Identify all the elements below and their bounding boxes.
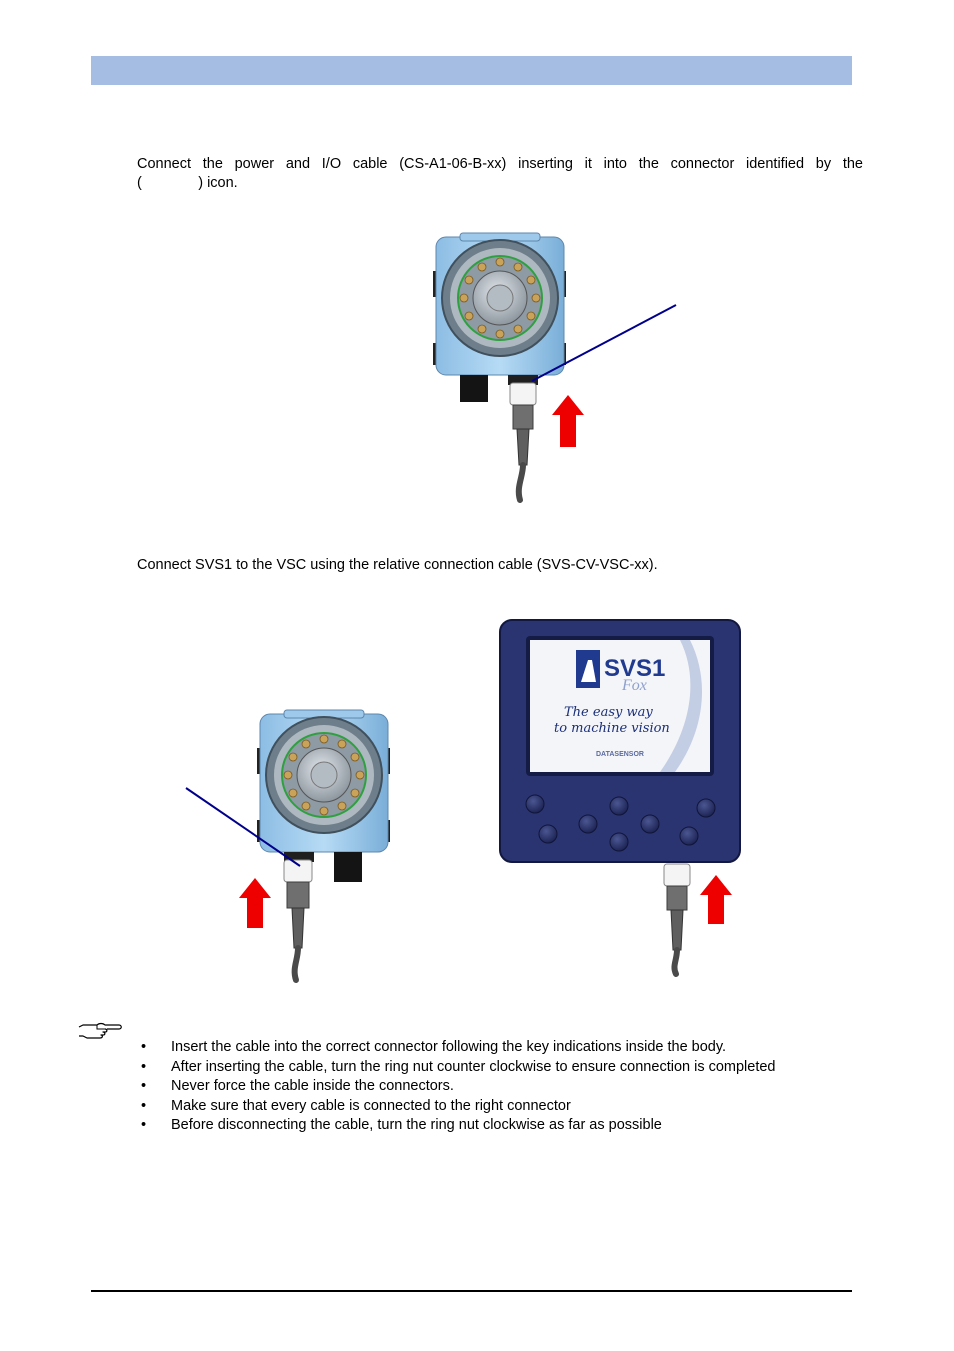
- vsc-cable-display-side: [663, 863, 691, 977]
- list-item: Make sure that every cable is connected …: [137, 1097, 776, 1117]
- vsc-tagline-line: to machine vision: [554, 721, 670, 736]
- connector-pointer-line: [531, 304, 677, 382]
- list-item: Insert the cable into the correct connec…: [137, 1038, 776, 1058]
- power-cable: [509, 382, 537, 503]
- list-item: Before disconnecting the cable, turn the…: [137, 1116, 776, 1136]
- vsc-logo-subtext: Fox: [621, 677, 647, 694]
- vsc-cable-camera-side: [283, 859, 313, 983]
- connect-vsc-paragraph: Connect SVS1 to the VSC using the relati…: [137, 557, 658, 573]
- connect-power-paragraph: Connect the power and I/O cable (CS-A1-0…: [137, 155, 863, 193]
- list-item: Never force the cable inside the connect…: [137, 1077, 776, 1097]
- vsc-keypad: [525, 794, 716, 852]
- list-item: After inserting the cable, turn the ring…: [137, 1058, 776, 1078]
- svs1-fox-logo-icon: [576, 650, 600, 688]
- page-header-bar: [91, 56, 852, 85]
- red-up-arrow-icon: [552, 395, 584, 447]
- footer-rule: [91, 1290, 852, 1292]
- vsc-logo-text: SVS1: [604, 655, 665, 682]
- smart-camera: [433, 232, 566, 402]
- vsc-brand-text: DATASENSOR: [596, 751, 644, 758]
- vsc-tagline-line: The easy way: [564, 705, 653, 720]
- camera-power-cable-figure: [433, 232, 677, 503]
- red-up-arrow-icon: [239, 878, 271, 928]
- paragraph-line: Connect the power and I/O cable (CS-A1-0…: [137, 156, 863, 172]
- smart-camera: [257, 709, 390, 882]
- paragraph-line: ( ) icon.: [137, 175, 238, 191]
- pointing-hand-icon: [78, 1022, 122, 1039]
- notes-list: Insert the cable into the correct connec…: [137, 1038, 776, 1136]
- red-up-arrow-icon: [700, 875, 732, 924]
- vsc-display-unit: SVS1 Fox The easy way to machine vision …: [499, 619, 741, 863]
- camera-vsc-connection-figure: SVS1 Fox The easy way to machine vision …: [185, 619, 741, 983]
- connector-pointer-line: [185, 787, 301, 867]
